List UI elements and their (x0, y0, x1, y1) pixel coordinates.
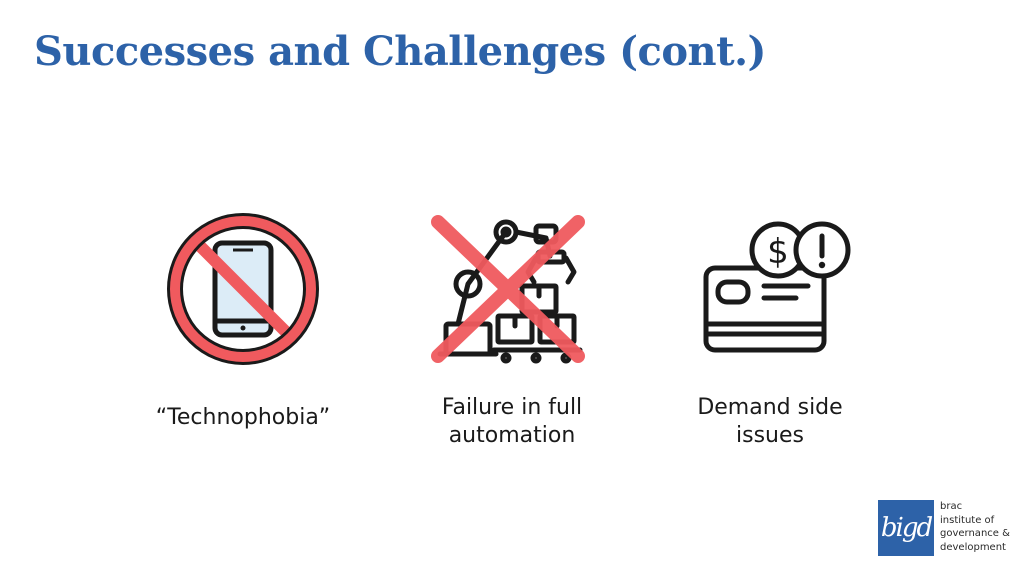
logo-line: institute of (940, 514, 995, 526)
caption-failure-automation: Failure in full automation (400, 394, 624, 450)
caption-technophobia: “Technophobia” (130, 404, 356, 432)
slide-title: Successes and Challenges (cont.) (34, 28, 766, 75)
logo-text: brac institute of governance & developme… (940, 500, 1012, 554)
logo-mark: bigd (878, 500, 934, 556)
logo-line: development (940, 541, 1006, 553)
caption-line: Demand side (697, 395, 843, 420)
bigd-logo: bigd brac institute of governance & deve… (878, 500, 1012, 558)
caption-demand-side: Demand side issues (660, 394, 880, 450)
caption-line: Failure in full (441, 395, 583, 420)
logo-line: governance & (940, 528, 1010, 539)
caption-line: automation (448, 423, 576, 448)
caption-line: issues (736, 423, 804, 448)
crossed-robot-arm-icon (428, 212, 588, 364)
credit-card-dollar-alert-icon: $ (700, 218, 856, 358)
no-smartphone-icon (165, 211, 321, 367)
caption-text: “Technophobia” (155, 405, 331, 430)
logo-line: brac (940, 501, 963, 512)
svg-text:$: $ (767, 232, 789, 272)
